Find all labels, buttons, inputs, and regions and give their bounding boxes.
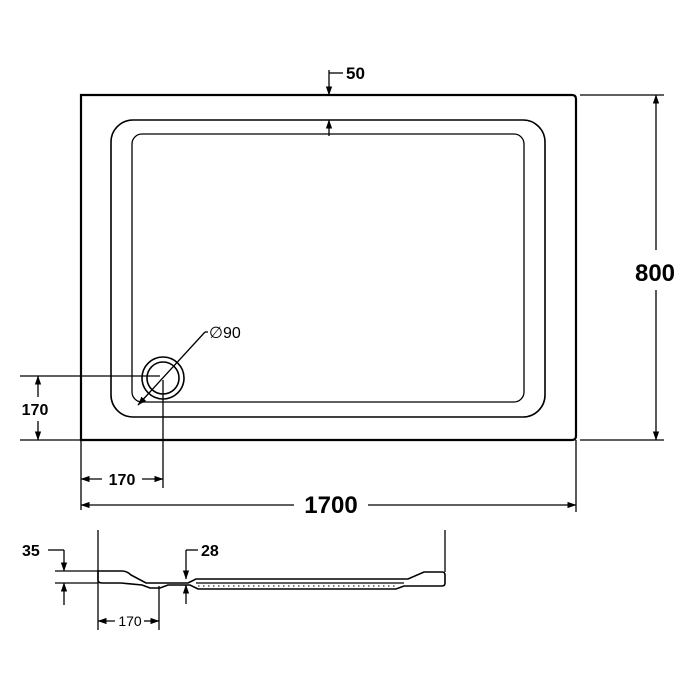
tray-outer-edge bbox=[79, 93, 578, 442]
profile-view: 35 28 170 bbox=[22, 530, 446, 630]
tray-profile-outline bbox=[97, 570, 446, 590]
drain-offset-x-label: 170 bbox=[109, 472, 136, 489]
plan-view: ∅90 50 800 170 170 1700 bbox=[20, 64, 675, 519]
rim-width-label: 50 bbox=[346, 64, 365, 83]
drain-offset-y-label: 170 bbox=[22, 402, 49, 419]
profile-depth-label: 28 bbox=[201, 543, 219, 560]
tray-rim-inner-edge bbox=[110, 119, 546, 418]
tray-basin-edge bbox=[131, 133, 525, 403]
height-label: 800 bbox=[635, 260, 675, 287]
profile-drain-offset-label: 170 bbox=[118, 613, 142, 629]
profile-height-label: 35 bbox=[22, 543, 40, 560]
drain-diameter-label: ∅90 bbox=[209, 325, 241, 342]
length-label: 1700 bbox=[304, 492, 357, 519]
drain-diameter-line bbox=[137, 331, 206, 406]
